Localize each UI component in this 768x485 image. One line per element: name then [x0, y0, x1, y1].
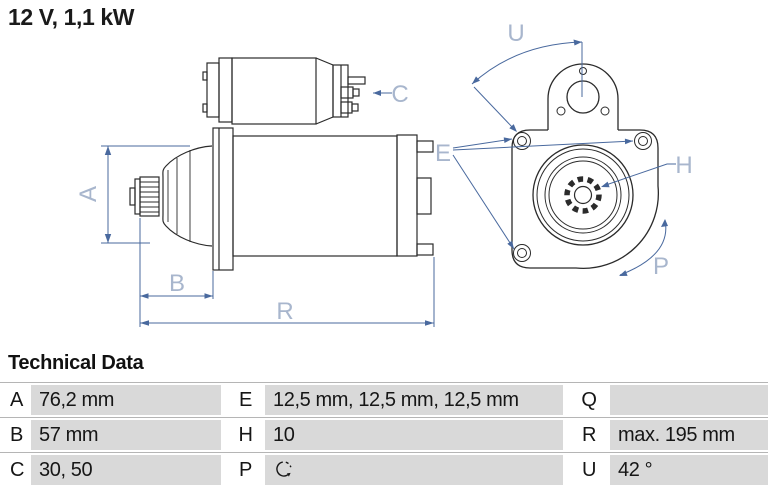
- table-cell-value: 30, 50: [31, 455, 221, 485]
- table-cell-value: 12,5 mm, 12,5 mm, 12,5 mm: [265, 385, 563, 415]
- dimension-label-a: A: [75, 186, 102, 202]
- table-border-top: [0, 382, 768, 383]
- starter-front-view: [511, 63, 660, 270]
- table-row: B 57 mm H 10 R max. 195 mm: [0, 420, 768, 450]
- page-title: 12 V, 1,1 kW: [8, 4, 135, 30]
- table-row: C 30, 50 P U 42 °: [0, 455, 768, 485]
- table-gap: [563, 385, 568, 415]
- table-cell-value: max. 195 mm: [610, 420, 768, 450]
- dimension-label-e: E: [435, 140, 451, 167]
- table-cell-value: [265, 455, 563, 485]
- dimension-label-r: R: [276, 298, 293, 325]
- table-cell-key: R: [568, 420, 610, 450]
- dimension-label-h: H: [675, 152, 692, 179]
- table-cell-value: [610, 385, 768, 415]
- table-cell-key: A: [0, 385, 31, 415]
- table-gap: [563, 420, 568, 450]
- table-heading: Technical Data: [8, 352, 144, 374]
- table-row: A 76,2 mm E 12,5 mm, 12,5 mm, 12,5 mm Q: [0, 385, 768, 415]
- dimension-label-u: U: [507, 20, 524, 47]
- dimension-lines: [101, 39, 676, 327]
- rotation-clockwise-icon: [276, 461, 292, 477]
- table-cell-value: 76,2 mm: [31, 385, 221, 415]
- table-gap: [563, 455, 568, 485]
- table-cell-value: 10: [265, 420, 563, 450]
- starter-side-view: [129, 57, 434, 271]
- table-cell-key: Q: [568, 385, 610, 415]
- pinion-gear: [564, 176, 602, 214]
- dimension-label-b: B: [169, 270, 185, 297]
- table-cell-key: P: [226, 455, 265, 485]
- dimension-label-p: P: [653, 253, 669, 280]
- table-gap: [221, 420, 226, 450]
- table-cell-key: H: [226, 420, 265, 450]
- table-gap: [221, 455, 226, 485]
- technical-drawing: A B R C E H U P: [75, 20, 693, 327]
- table-cell-key: E: [226, 385, 265, 415]
- table-row-divider: [0, 417, 768, 418]
- table-cell-value: 42 °: [610, 455, 768, 485]
- technical-data-section: Technical Data A 76,2 mm E 12,5 mm, 12,5…: [0, 352, 768, 485]
- table-cell-value: 57 mm: [31, 420, 221, 450]
- table-cell-key: B: [0, 420, 31, 450]
- table-gap: [221, 385, 226, 415]
- dimension-labels: A B R C E H U P: [75, 20, 693, 325]
- table-row-divider: [0, 452, 768, 453]
- table-cell-key: C: [0, 455, 31, 485]
- dimension-label-c: C: [391, 81, 408, 108]
- table-cell-key: U: [568, 455, 610, 485]
